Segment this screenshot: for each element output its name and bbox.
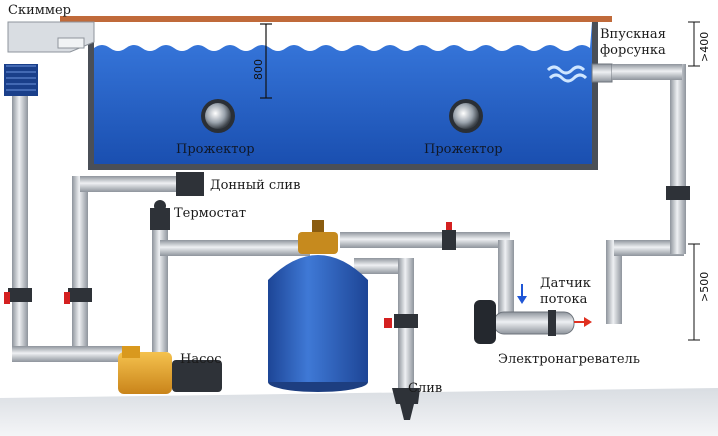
lamp-icon (453, 103, 479, 129)
pump (118, 346, 222, 394)
bottom-drain-label: Донный слив (210, 178, 300, 193)
electric-heater (474, 300, 575, 344)
nozzle-height-value: >400 (698, 32, 711, 62)
valve-nozzle-line (666, 186, 690, 200)
skimmer (4, 21, 95, 96)
valve-drain (384, 314, 418, 328)
flow-sensor-label-2: потока (540, 292, 588, 307)
skimmer-label: Скиммер (8, 3, 71, 18)
valve-drain-line (64, 288, 92, 304)
arrow-down-icon (517, 284, 527, 304)
drain-label: Слив (408, 381, 442, 396)
heater-height-dimension: >500 (688, 243, 711, 341)
depth-dimension: 800 (252, 23, 272, 99)
projector-left-label: Прожектор (176, 142, 255, 157)
valve-heater-in (442, 222, 456, 250)
valves (4, 186, 690, 328)
nozzle-height-dimension: >400 (688, 21, 711, 67)
flow-sensor-label-1: Датчик (540, 276, 591, 291)
arrow-right-icon (574, 317, 592, 327)
pump-label: Насос (180, 352, 221, 367)
valve-skimmer (4, 288, 32, 304)
heater-height-value: >500 (698, 272, 711, 302)
skimmer-basket (4, 64, 38, 96)
water-surface (94, 22, 592, 51)
pool-basin (60, 16, 612, 170)
electric-heater-label: Электронагреватель (498, 352, 640, 367)
flow-arrows (517, 284, 592, 327)
thermostat-label: Термостат (174, 206, 246, 221)
lamp-icon (205, 103, 231, 129)
depth-value: 800 (252, 59, 265, 80)
inlet-nozzle (546, 63, 613, 83)
bottom-drain-fitting (176, 172, 204, 196)
inlet-nozzle-label-2: форсунка (600, 43, 666, 58)
thermostat (150, 200, 170, 230)
ground (0, 388, 718, 436)
sand-filter (268, 220, 368, 392)
pipe-network (12, 64, 686, 388)
pool-deck (60, 16, 612, 22)
pump-motor (172, 360, 222, 392)
inlet-nozzle-label-1: Впускная (600, 27, 666, 42)
projector-right (449, 99, 483, 133)
drain-outlet (392, 388, 420, 420)
projector-right-label: Прожектор (424, 142, 503, 157)
projector-left (201, 99, 235, 133)
